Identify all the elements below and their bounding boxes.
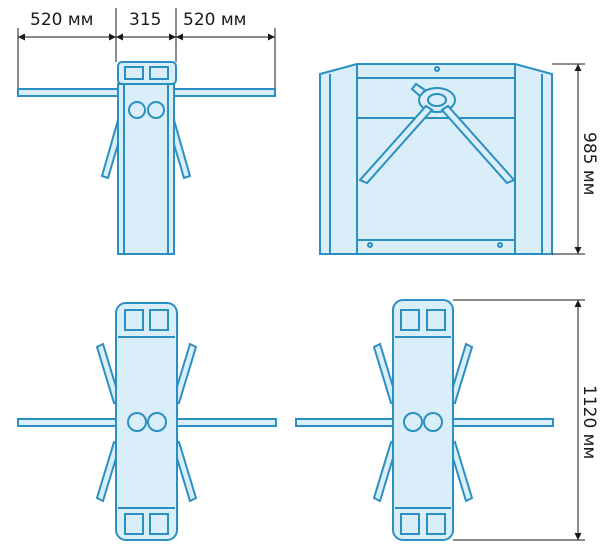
rotor-arm-left (358, 104, 434, 185)
right-arm (451, 418, 554, 427)
hub-circle-left (403, 412, 423, 432)
reader-left (124, 66, 144, 80)
left-arm-dimension-label: 520 мм (30, 10, 94, 30)
reader-top-left (400, 309, 420, 331)
right-arm-dimension-label: 520 мм (183, 10, 247, 30)
top-body (392, 299, 454, 541)
length-dimension-label: 1120 мм (579, 385, 599, 459)
left-arm (17, 418, 119, 427)
hub-circle-left (127, 412, 147, 432)
height-dimension-label: 985 мм (579, 132, 599, 196)
hub-circle-right (147, 412, 167, 432)
side-view: 985 мм (319, 63, 599, 255)
front-body (117, 83, 175, 255)
hub-circle-left (128, 101, 146, 119)
reader-bottom-left (400, 513, 420, 535)
reader-bottom-left (124, 513, 144, 535)
rotor-arm-back (410, 82, 427, 98)
reader-bottom-right (426, 513, 446, 535)
reader-top-left (124, 309, 144, 331)
left-arm (17, 88, 119, 97)
reader-bottom-right (149, 513, 169, 535)
top-view-right: 1120 мм (295, 299, 599, 541)
rotor-hub (418, 87, 456, 113)
hub-circle-right (423, 412, 443, 432)
hub-circle-right (147, 101, 165, 119)
front-view: 520 мм 315 520 мм (17, 8, 276, 255)
top-view-left (17, 302, 277, 541)
reader-top-right (426, 309, 446, 331)
right-arm (175, 418, 277, 427)
reader-top-right (149, 309, 169, 331)
reader-right (149, 66, 169, 80)
body-width-dimension-label: 315 (129, 10, 161, 30)
left-arm (295, 418, 395, 427)
rotor-arm-right (440, 104, 516, 185)
right-arm (173, 88, 276, 97)
